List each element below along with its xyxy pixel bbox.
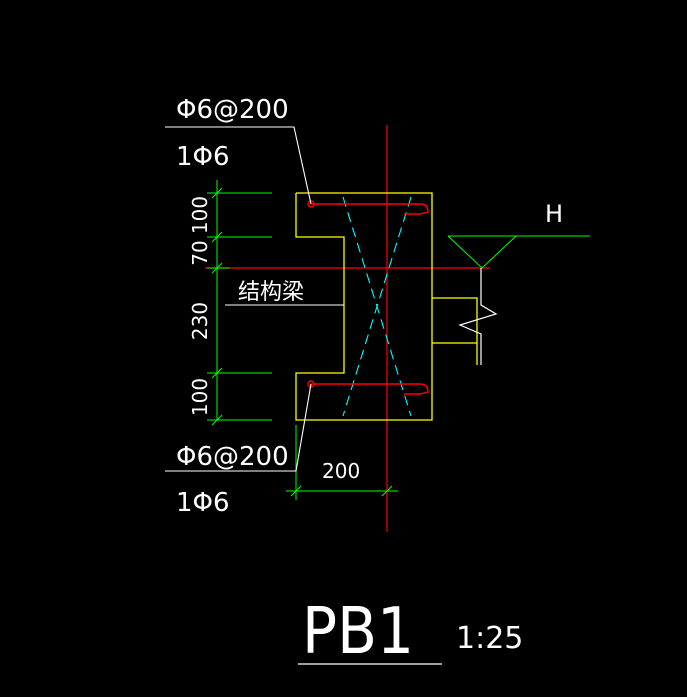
section-outline bbox=[295, 192, 478, 421]
dimension-label-70: 70 bbox=[188, 240, 212, 265]
diagonal-lines bbox=[342, 196, 412, 417]
bottom-rebar-count-label: 1Φ6 bbox=[176, 488, 230, 518]
dim-tick-420 bbox=[211, 414, 223, 426]
annotation-texts: Φ6@200 1Φ6 Φ6@200 1Φ6 结构梁 H 100 70 230 1… bbox=[176, 95, 563, 518]
title-block: PB1 1:25 bbox=[298, 595, 523, 669]
structural-beam-label: 结构梁 bbox=[238, 280, 304, 305]
dimension-lines bbox=[207, 180, 590, 500]
top-leader-line bbox=[165, 126, 312, 205]
top-rebar-hook bbox=[311, 203, 429, 215]
bottom-rebar-spacing-label: Φ6@200 bbox=[176, 442, 289, 472]
dim-tick-193 bbox=[211, 187, 223, 199]
hanger-bracket-outline bbox=[432, 297, 478, 365]
elevation-triangle bbox=[447, 235, 518, 269]
top-rebar-spacing-label: Φ6@200 bbox=[176, 95, 289, 125]
dim-tick-268 bbox=[211, 262, 223, 274]
dim-tick-left bbox=[290, 485, 302, 497]
dimension-label-200: 200 bbox=[322, 459, 360, 483]
bottom-leader-line bbox=[165, 383, 312, 472]
dim-tick-373 bbox=[211, 367, 223, 379]
dim-tick-237 bbox=[211, 231, 223, 243]
dimension-label-100-top: 100 bbox=[188, 196, 212, 234]
drawing-scale: 1:25 bbox=[456, 621, 523, 656]
break-line-symbol bbox=[458, 268, 498, 365]
diagonal-line-2 bbox=[342, 196, 412, 417]
dimension-label-100-bottom: 100 bbox=[188, 378, 212, 416]
leader-lines bbox=[165, 126, 344, 472]
rebar-hooks bbox=[307, 200, 429, 395]
drawing-title: PB1 bbox=[302, 595, 414, 669]
dim-tick-right bbox=[381, 485, 393, 497]
elevation-mark-label: H bbox=[545, 200, 563, 228]
bottom-rebar-hook bbox=[311, 383, 429, 395]
dimension-label-230: 230 bbox=[188, 302, 212, 340]
top-rebar-count-label: 1Φ6 bbox=[176, 142, 230, 172]
main-body-outline bbox=[295, 192, 433, 421]
top-rebar-point bbox=[307, 200, 315, 208]
